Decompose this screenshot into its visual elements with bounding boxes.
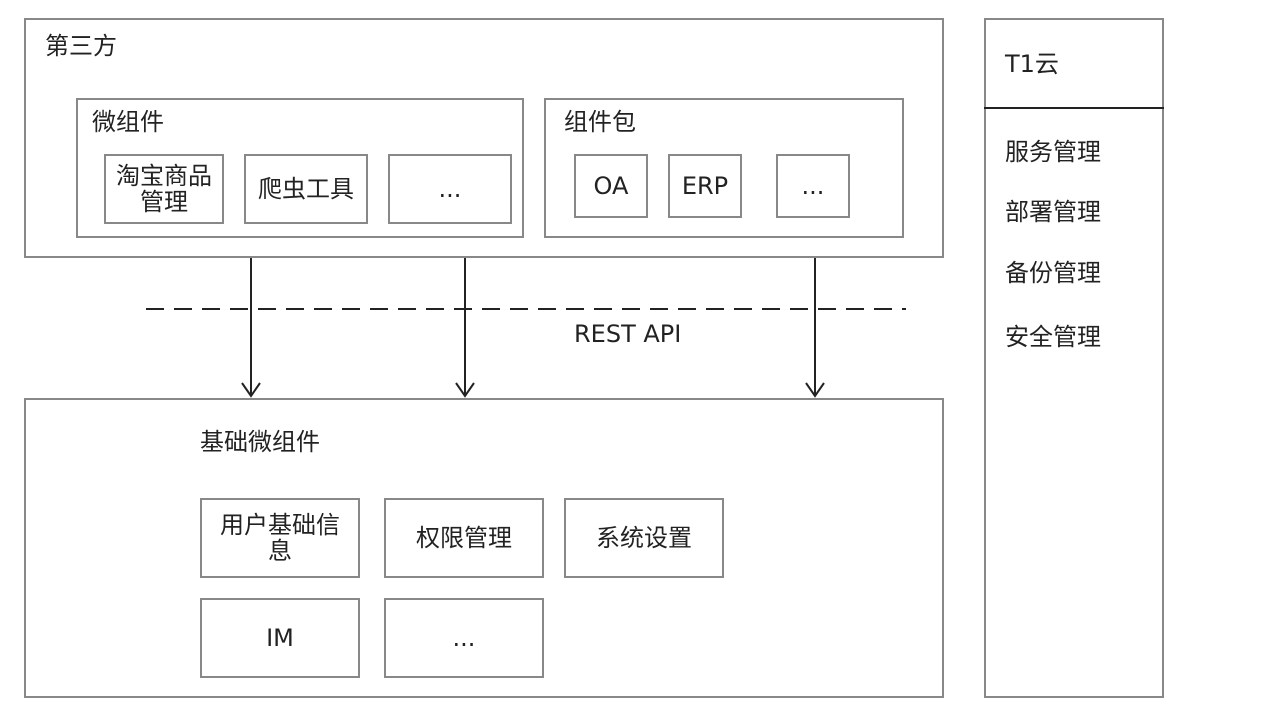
component-package-oa: OA <box>574 154 648 218</box>
cloud-item-security-management: 安全管理 <box>1005 323 1101 351</box>
micro-component-more: ... <box>388 154 512 224</box>
base-component-user-info: 用户基础信息 <box>200 498 360 578</box>
arrow-1 <box>241 258 261 398</box>
cloud-panel-title: T1云 <box>1005 50 1059 78</box>
component-package-erp-label: ERP <box>681 172 729 200</box>
micro-component-taobao-label: 淘宝商品管理 <box>116 162 212 216</box>
cloud-item-backup-management: 备份管理 <box>1005 259 1101 287</box>
rest-api-label: REST API <box>574 320 682 348</box>
cloud-panel-divider <box>984 107 1164 109</box>
base-components-title: 基础微组件 <box>200 428 320 456</box>
base-component-user-info-label: 用户基础信息 <box>220 511 340 565</box>
component-package-more: ... <box>776 154 850 218</box>
base-component-im: IM <box>200 598 360 678</box>
micro-component-taobao: 淘宝商品管理 <box>104 154 224 224</box>
base-component-system-settings-label: 系统设置 <box>596 524 692 552</box>
component-package-more-label: ... <box>801 172 825 200</box>
base-component-im-label: IM <box>266 624 294 652</box>
cloud-item-deployment-management: 部署管理 <box>1005 198 1101 226</box>
base-component-permissions-label: 权限管理 <box>416 524 512 552</box>
micro-component-crawler-label: 爬虫工具 <box>258 175 354 203</box>
third-party-title: 第三方 <box>45 32 117 60</box>
cloud-panel <box>984 18 1164 698</box>
base-component-more: ... <box>384 598 544 678</box>
base-component-system-settings: 系统设置 <box>564 498 724 578</box>
micro-component-crawler: 爬虫工具 <box>244 154 368 224</box>
arrow-2 <box>455 258 475 398</box>
micro-component-more-label: ... <box>438 175 462 203</box>
component-package-oa-label: OA <box>593 172 629 200</box>
arrow-3 <box>805 258 825 398</box>
base-component-permissions: 权限管理 <box>384 498 544 578</box>
cloud-item-service-management: 服务管理 <box>1005 138 1101 166</box>
component-package-erp: ERP <box>668 154 742 218</box>
base-component-more-label: ... <box>452 624 476 652</box>
component-packages-title: 组件包 <box>564 108 636 136</box>
micro-components-title: 微组件 <box>92 108 164 136</box>
